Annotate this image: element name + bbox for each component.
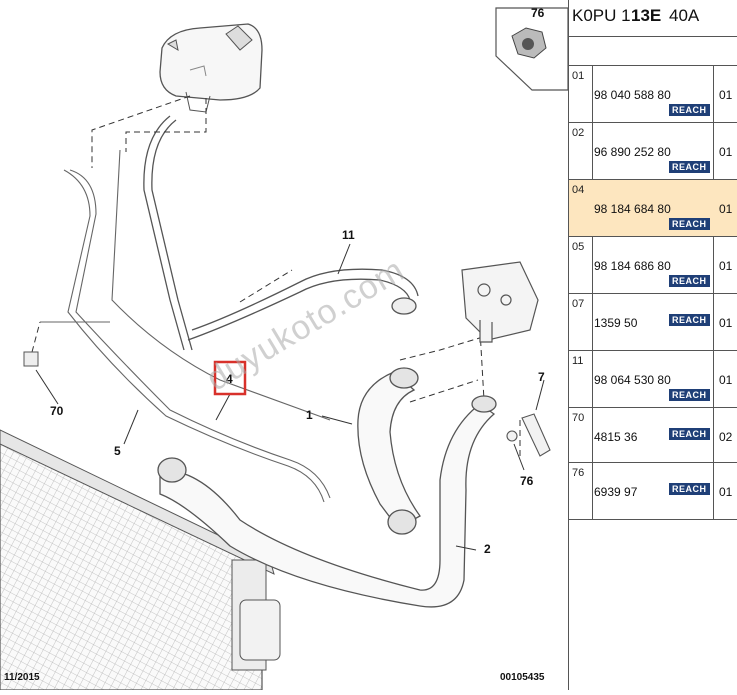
- callout-4[interactable]: 4: [226, 372, 233, 386]
- callout-7[interactable]: 7: [538, 370, 545, 384]
- header-code-a: K0PU 1: [572, 6, 631, 25]
- part-index: 01: [572, 70, 585, 82]
- part-quantity: 01: [719, 316, 733, 330]
- highlight-box: [213, 360, 247, 396]
- hose-1: [357, 367, 421, 535]
- part-quantity: 01: [719, 485, 733, 499]
- part-reference: 98 040 588 80: [594, 88, 671, 102]
- expansion-tank: [159, 23, 263, 113]
- reach-badge: REACH: [669, 428, 710, 440]
- leader-lines: [31, 95, 521, 460]
- callout-70[interactable]: 70: [50, 404, 64, 418]
- inset-callout-76: 76: [531, 6, 545, 20]
- part-reference: 98 064 530 80: [594, 373, 671, 387]
- part-reference: 96 890 252 80: [594, 145, 671, 159]
- bracket-7: [506, 413, 551, 457]
- header-code-c: 40A: [669, 6, 700, 25]
- reach-badge: REACH: [669, 218, 710, 230]
- callout-11[interactable]: 11: [342, 228, 355, 242]
- callout-5[interactable]: 5: [114, 444, 121, 458]
- reach-badge: REACH: [669, 104, 710, 116]
- reach-badge: REACH: [669, 275, 710, 287]
- part-row-selected[interactable]: 04 98 184 684 80 REACH 01: [569, 180, 737, 237]
- reach-badge: REACH: [669, 483, 710, 495]
- panel-spacer-row: [569, 36, 737, 66]
- part-quantity: 01: [719, 145, 733, 159]
- diagram-doc-number: 00105435: [500, 672, 545, 683]
- diagram-date: 11/2015: [4, 672, 40, 683]
- part-quantity: 01: [719, 202, 733, 216]
- callout-2[interactable]: 2: [484, 542, 491, 556]
- pipe-5: [40, 149, 331, 503]
- part-row[interactable]: 02 96 890 252 80 REACH 01: [569, 123, 737, 180]
- callout-1[interactable]: 1: [306, 408, 313, 422]
- part-reference: 6939 97: [594, 485, 638, 499]
- part-quantity: 02: [719, 430, 733, 444]
- radiator: [0, 429, 281, 691]
- parts-diagram: 76 11 7 4 70 1 5 76 2 11/2015 00105435 d…: [0, 6, 569, 691]
- part-row[interactable]: 05 98 184 686 80 REACH 01: [569, 237, 737, 294]
- hose-2: [157, 395, 497, 608]
- part-row[interactable]: 70 4815 36 REACH 02: [569, 408, 737, 463]
- diagram-drawing: [0, 7, 569, 691]
- part-quantity: 01: [719, 373, 733, 387]
- part-reference: 98 184 684 80: [594, 202, 671, 216]
- part-index: 04: [572, 184, 585, 196]
- part-index: 07: [572, 298, 585, 310]
- part-row[interactable]: 01 98 040 588 80 REACH 01: [569, 66, 737, 123]
- part-quantity: 01: [719, 88, 733, 102]
- parts-list-panel: K0PU 1 13E 40A 01 98 040 588 80 REACH 01…: [568, 0, 737, 690]
- hose-11: [143, 115, 419, 351]
- reach-badge: REACH: [669, 161, 710, 173]
- panel-header: K0PU 1 13E 40A: [569, 0, 737, 37]
- clip-70: [23, 351, 39, 367]
- part-reference: 1359 50: [594, 316, 638, 330]
- inset-76-frame: [495, 7, 569, 91]
- part-row[interactable]: 11 98 064 530 80 REACH 01: [569, 351, 737, 408]
- callout-leaders: [35, 243, 545, 551]
- part-row[interactable]: 76 6939 97 REACH 01: [569, 463, 737, 520]
- part-reference: 98 184 686 80: [594, 259, 671, 273]
- part-index: 05: [572, 241, 585, 253]
- part-index: 02: [572, 127, 585, 139]
- part-index: 76: [572, 467, 585, 479]
- reach-badge: REACH: [669, 389, 710, 401]
- header-code-b: 13E: [631, 6, 662, 25]
- part-quantity: 01: [719, 259, 733, 273]
- part-reference: 4815 36: [594, 430, 638, 444]
- part-index: 70: [572, 412, 585, 424]
- part-row[interactable]: 07 1359 50 REACH 01: [569, 294, 737, 351]
- thermostat-housing: [461, 261, 539, 343]
- callout-76[interactable]: 76: [520, 474, 534, 488]
- reach-badge: REACH: [669, 314, 710, 326]
- part-index: 11: [572, 355, 584, 367]
